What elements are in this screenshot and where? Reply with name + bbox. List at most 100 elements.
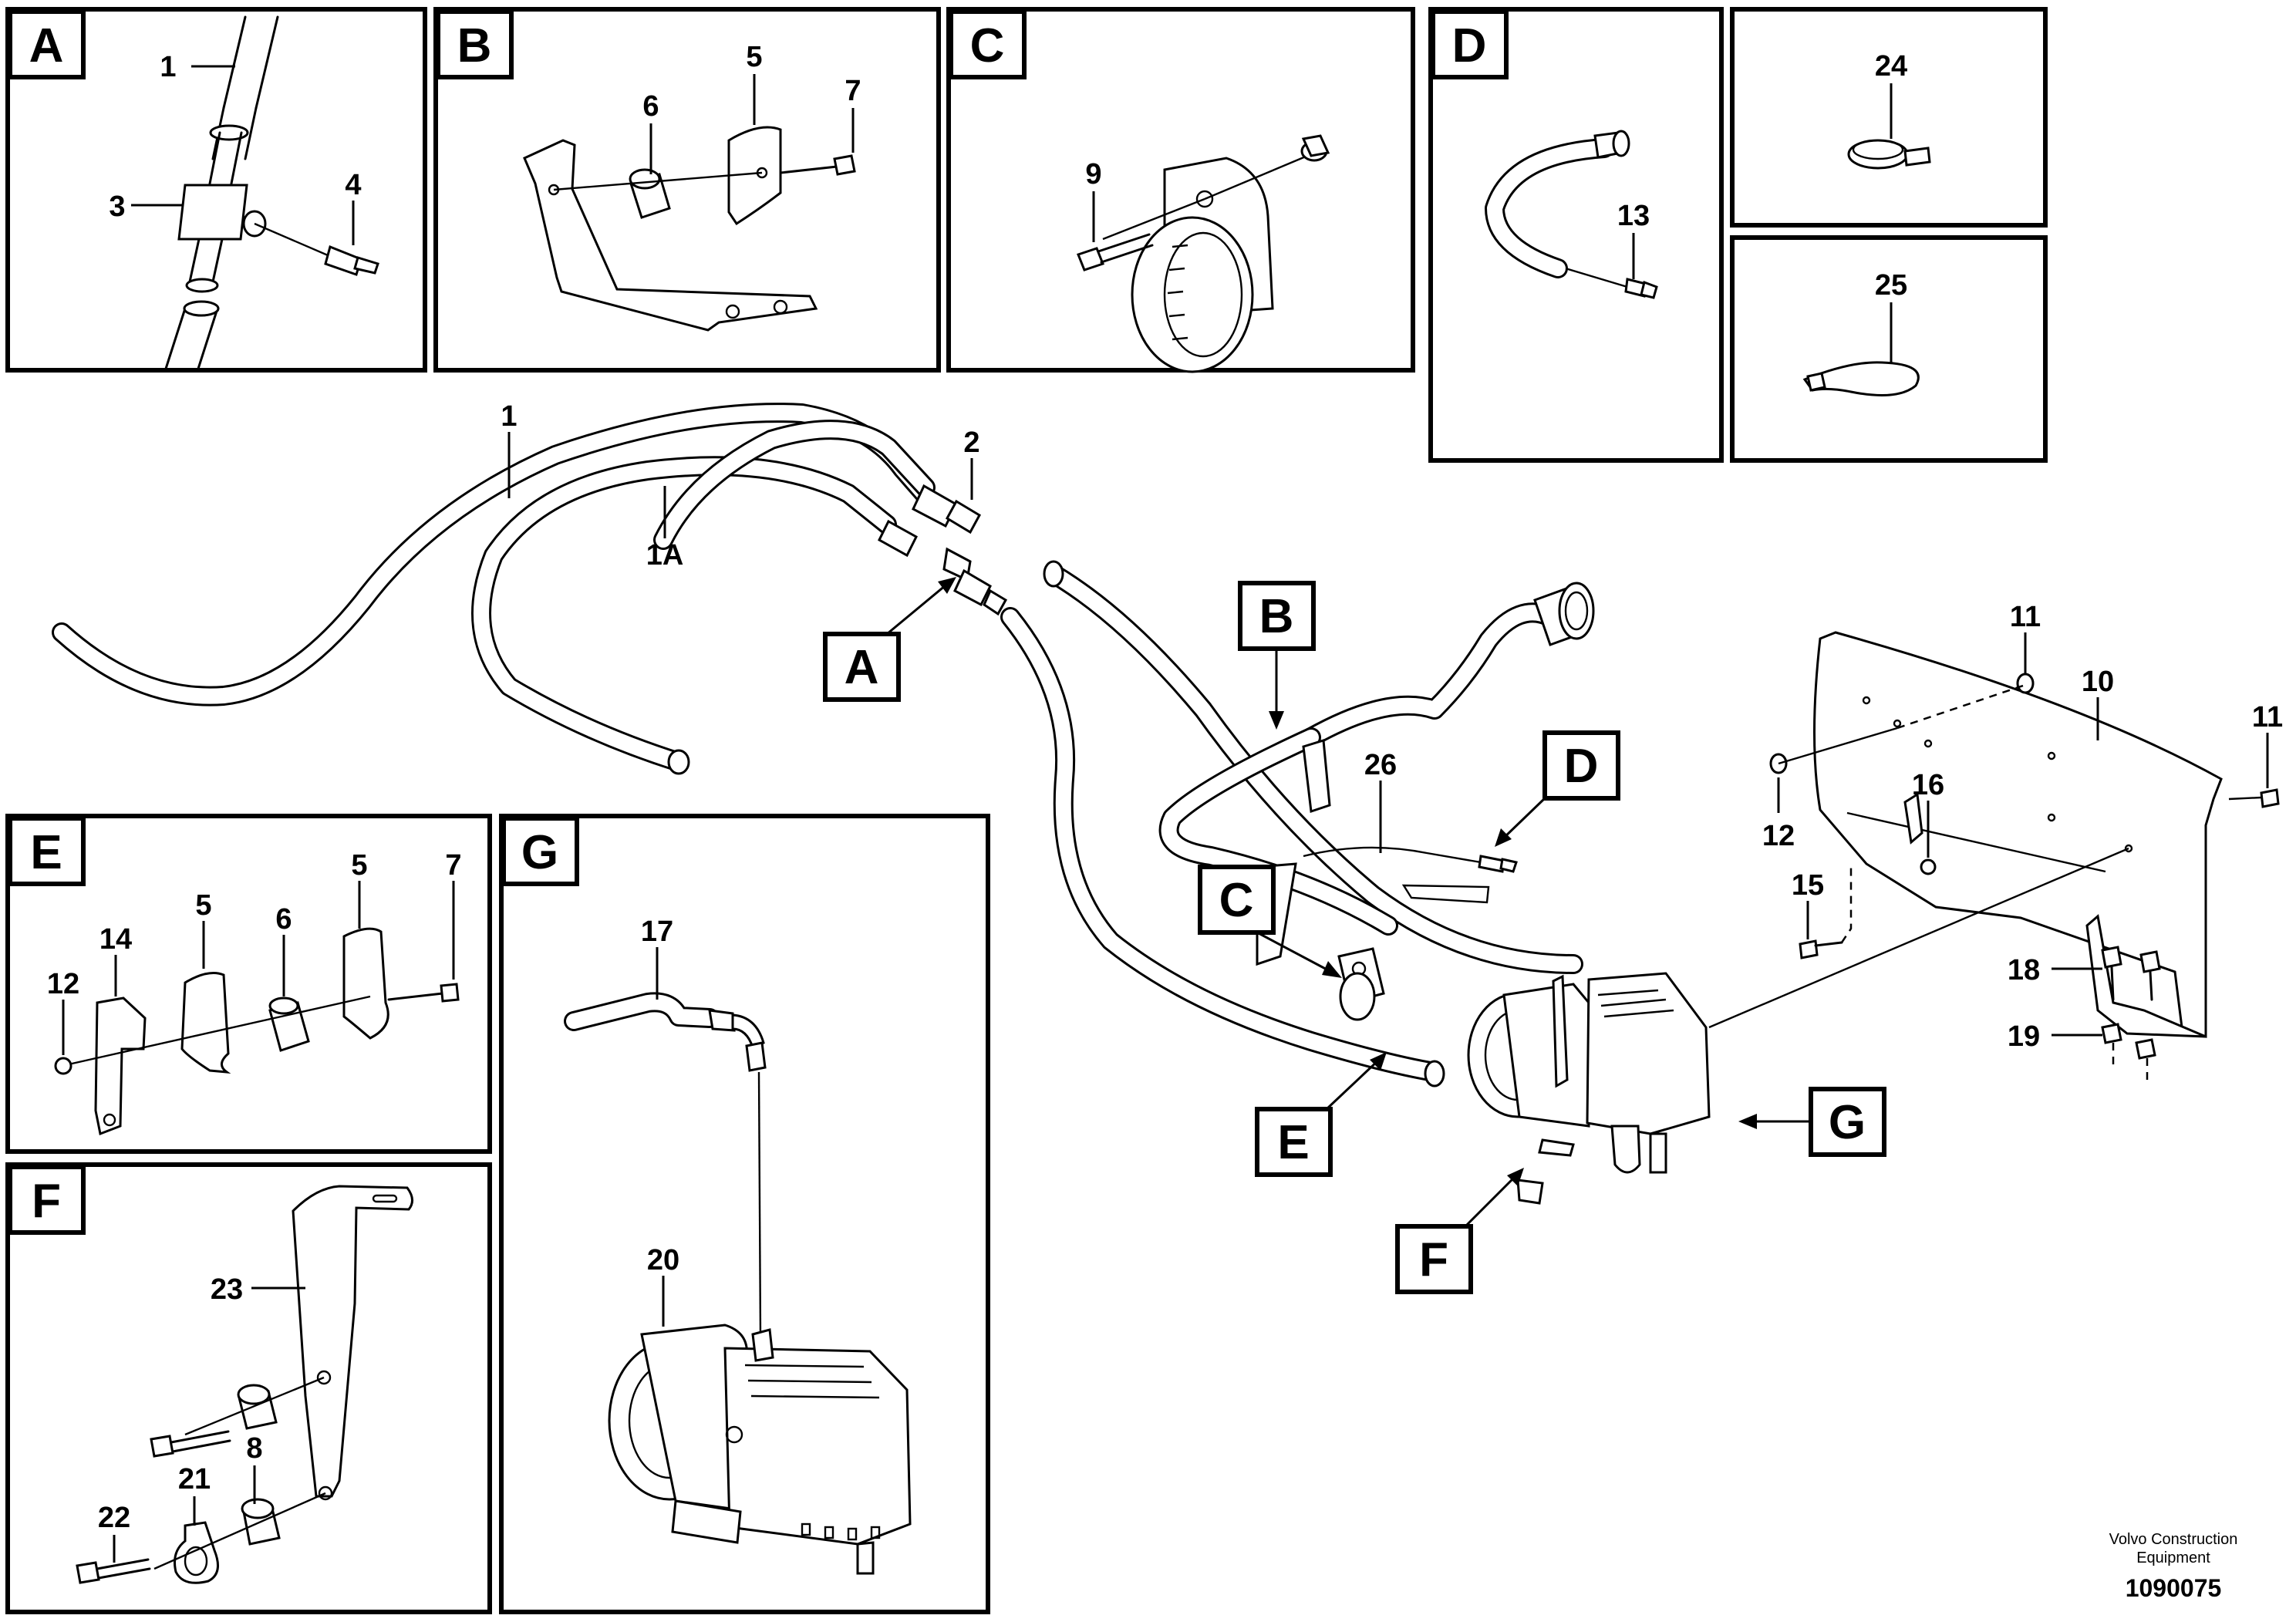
bolt-22 (76, 1558, 151, 1584)
callout-main-2: 2 (963, 427, 979, 459)
panel-g: G 17 20 (499, 814, 990, 1614)
callout-7-e: 7 (445, 849, 461, 882)
bolt-15 (1799, 939, 1843, 959)
view-marker-g: G (1738, 1087, 1886, 1157)
hose-frame-loop (1158, 602, 1576, 936)
callout-21: 21 (178, 1463, 211, 1496)
panel-24: 24 (1730, 7, 2048, 228)
spacer-8 (241, 1498, 281, 1546)
callout-main-1a: 1A (646, 539, 684, 572)
connector-2 (878, 484, 982, 558)
panel-a: A 1 3 4 (5, 7, 427, 373)
panel-e: E 14 5 6 5 7 12 (5, 814, 492, 1154)
svg-text:F: F (1419, 1233, 1448, 1286)
callout-9: 9 (1085, 158, 1101, 191)
svg-text:C: C (1219, 874, 1254, 927)
svg-text:B: B (1259, 590, 1294, 643)
hose-third (653, 420, 936, 550)
hose-1 (52, 403, 934, 706)
callout-main-11-upper: 11 (2010, 601, 2041, 633)
callout-1: 1 (160, 51, 176, 83)
callout-17: 17 (641, 916, 673, 948)
callout-22: 22 (98, 1502, 130, 1534)
callout-main-19: 19 (2008, 1020, 2040, 1053)
clamp-5a (180, 972, 231, 1074)
callout-5-e1: 5 (195, 889, 211, 922)
callout-14: 14 (99, 923, 132, 956)
coolant-hose-with-sensor-tee (164, 15, 379, 370)
nut-16 (1920, 858, 1937, 875)
hose-clamp (1847, 139, 1931, 170)
svg-text:G: G (1829, 1096, 1866, 1149)
bushing-6 (268, 996, 310, 1052)
callout-5-e2: 5 (351, 849, 367, 882)
panel-b: B 6 5 7 (433, 7, 941, 373)
drain-line-26 (1303, 846, 1518, 904)
callout-12-e: 12 (47, 968, 79, 1000)
heater-20 (608, 1324, 912, 1575)
panel-25: 25 (1730, 235, 2048, 463)
callout-25: 25 (1875, 269, 1907, 302)
bolt-7-e (387, 983, 460, 1003)
sensor-tee-a (942, 547, 1008, 616)
bolt-11-right (2228, 788, 2280, 808)
view-marker-c: C (1198, 865, 1342, 978)
nut-19-pair (2101, 1023, 2156, 1080)
callout-main-26: 26 (1364, 749, 1397, 781)
hose-upper-long (1043, 560, 1583, 974)
view-marker-b: B (1238, 581, 1316, 730)
callout-3: 3 (109, 191, 125, 223)
callout-main-15: 15 (1792, 869, 1824, 902)
callout-24: 24 (1875, 50, 1907, 83)
bolt-18-pair (2101, 946, 2161, 1001)
callout-6: 6 (642, 90, 659, 123)
callout-main-10: 10 (2082, 666, 2114, 698)
publisher-block: Volvo Construction Equipment 1090075 (2109, 1531, 2238, 1602)
callout-main-1: 1 (501, 400, 517, 433)
filler-neck (1533, 582, 1595, 646)
panel-b-letter: B (457, 19, 492, 73)
view-marker-a: A (823, 577, 956, 702)
callout-5: 5 (746, 41, 762, 73)
svg-text:D: D (1564, 740, 1599, 793)
brand-line-1: Volvo Construction (2109, 1531, 2238, 1548)
hose-clip (1131, 157, 1274, 373)
callout-main-16: 16 (1912, 769, 1944, 801)
clamp-5b (342, 927, 389, 1040)
svg-text:E: E (1277, 1116, 1309, 1169)
panel-d: D 13 (1428, 7, 1724, 463)
callout-13: 13 (1617, 200, 1650, 232)
clip-c-main (1337, 947, 1385, 1021)
callout-20: 20 (647, 1244, 679, 1276)
callout-6-e: 6 (275, 903, 292, 936)
panel-c-letter: C (970, 19, 1005, 73)
bolt-9 (1077, 233, 1154, 271)
callout-7: 7 (845, 75, 861, 107)
panel-d-letter: D (1452, 19, 1487, 73)
brand-line-2: Equipment (2136, 1549, 2210, 1566)
panel-f: F 23 22 (5, 1162, 492, 1614)
callout-main-11-right: 11 (2252, 701, 2283, 733)
panel-f-letter: F (32, 1175, 61, 1228)
view-marker-e: E (1255, 1052, 1387, 1177)
panel-a-letter: A (29, 19, 64, 73)
bolt-b (779, 154, 856, 176)
callout-8: 8 (246, 1432, 262, 1465)
panel-g-letter: G (521, 826, 558, 879)
callout-main-18: 18 (2008, 954, 2040, 986)
nut-12-e (54, 1057, 72, 1075)
callout-4: 4 (345, 169, 361, 201)
drain-hose-with-fitting (1485, 130, 1658, 299)
panel-c: C 9 (946, 7, 1415, 373)
heater-unit-main (1467, 972, 1711, 1205)
mounting-plate-10 (1813, 631, 2223, 1038)
main-assembly: 1 2 1A 26 11 10 11 12 16 15 18 19 A B (52, 400, 2283, 1294)
view-marker-d: D (1495, 730, 1620, 847)
cable-tie (1802, 361, 1920, 396)
svg-text:A: A (845, 641, 879, 694)
bolt-upper-f (150, 1430, 231, 1458)
callout-23: 23 (211, 1273, 243, 1306)
view-marker-f: F (1395, 1168, 1524, 1294)
callout-main-12: 12 (1762, 820, 1795, 852)
